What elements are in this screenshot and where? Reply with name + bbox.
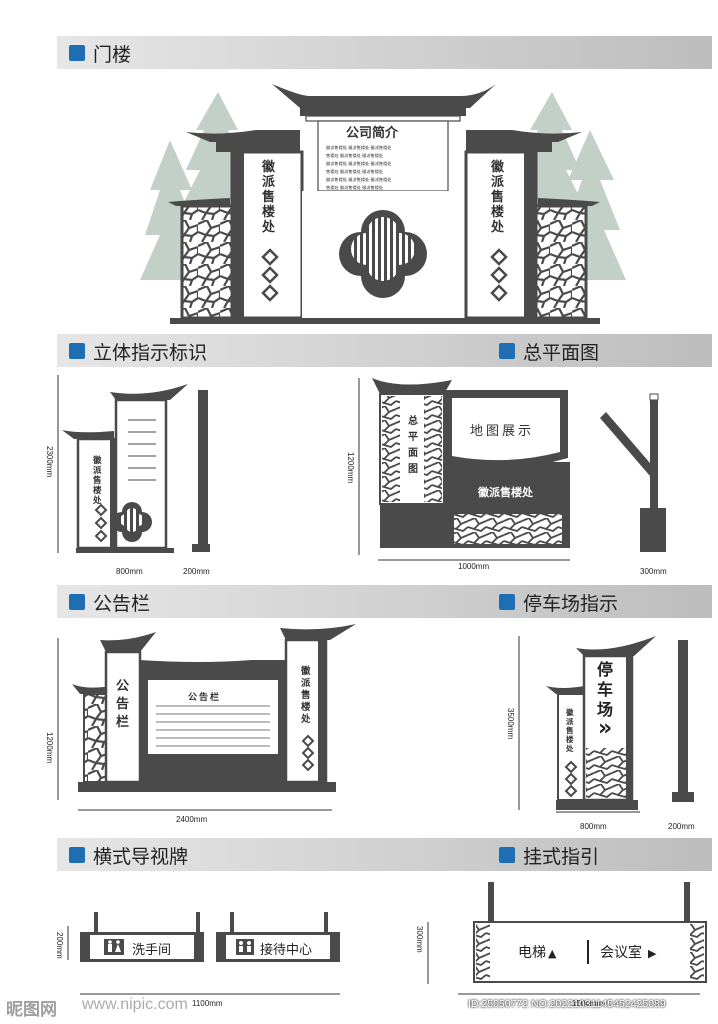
- section-marker-icon: [69, 45, 85, 61]
- bulletin-illustration: [57, 624, 356, 811]
- master-plan-side-text: 总平面图: [408, 416, 418, 475]
- section-title-bulletin: 公告栏: [93, 593, 151, 615]
- reception-icon: [236, 939, 254, 955]
- elevator-label: 电梯: [518, 945, 546, 961]
- quatrefoil-window-icon: [339, 210, 427, 298]
- bulletin-board-title: 公告栏: [188, 693, 222, 703]
- guide-sign-reception-text: 接待中心: [260, 943, 313, 958]
- intro-line: 售楼处 徽派售楼处 徽派售楼处: [326, 169, 384, 174]
- master-plan-width-dim: 1000mm: [458, 562, 490, 571]
- stereo-width-dim: 800mm: [116, 567, 143, 576]
- right-arrow-icon: ▶: [648, 947, 657, 960]
- up-arrow-icon: ▲: [548, 947, 557, 960]
- intro-line: 徽派售楼处 徽派售楼处 徽派售楼处: [326, 161, 392, 166]
- watermark-url: www.nipic.com: [82, 996, 188, 1013]
- bulletin-ruled-lines: [156, 705, 270, 747]
- gate-illustration: [140, 84, 626, 324]
- section-title-master-plan: 总平面图: [523, 342, 600, 364]
- parking-arrow-icon: »: [598, 716, 613, 741]
- bulletin-right-text: 徽派售楼处: [301, 666, 311, 725]
- intro-line: 徽派售楼处 徽派售楼处 徽派售楼处: [326, 145, 392, 150]
- section-title-parking: 停车场指示: [523, 593, 619, 615]
- gate-intro-title: 公司简介: [346, 126, 399, 141]
- section-marker-icon: [69, 343, 85, 359]
- section-marker-icon: [499, 594, 515, 610]
- bulletin-width-dim: 2400mm: [176, 815, 208, 824]
- parking-illustration: [518, 636, 694, 813]
- watermark-id: ID:25050772 NO:20221031145452425089: [468, 998, 666, 1010]
- section-title-horizontal-guide: 横式导视牌: [93, 846, 189, 868]
- intro-line: 售楼处 徽派售楼处 徽派售楼处: [326, 185, 384, 190]
- section-band-horizontal-guide: 横式导视牌 挂式指引: [57, 838, 712, 871]
- stereo-sign-illustration: [57, 375, 210, 553]
- parking-side-text: 徽派售楼处: [566, 708, 574, 753]
- hanging-left-text: 电梯▲: [518, 942, 556, 962]
- intro-line: 售楼处 徽派售楼处 徽派售楼处: [326, 153, 384, 158]
- section-band-bulletin: 公告栏 停车场指示: [57, 585, 712, 618]
- parking-main-text: 停车场: [597, 660, 614, 719]
- guide-sign-restroom-text: 洗手间: [132, 943, 172, 958]
- parking-width-dim: 800mm: [580, 822, 607, 831]
- master-plan-illustration: [358, 378, 666, 561]
- gate-right-panel-text: 徽派售楼处: [491, 160, 505, 235]
- section-band-stereo-sign: 立体指示标识 总平面图: [57, 334, 712, 367]
- watermark-logo: 昵图网: [6, 1000, 57, 1019]
- section-title-hanging-guide: 挂式指引: [523, 846, 600, 868]
- horizontal-guide-width-dim: 1100mm: [192, 999, 223, 1008]
- section-marker-icon: [69, 594, 85, 610]
- diamond-ornament-icon: [301, 734, 315, 772]
- gate-intro-lines: 徽派售楼处 徽派售楼处 徽派售楼处 售楼处 徽派售楼处 徽派售楼处 徽派售楼处 …: [326, 144, 442, 192]
- stereo-panel-text: 徽派售楼处: [93, 456, 102, 506]
- bulletin-side-text: 公告栏: [116, 679, 130, 730]
- restroom-icon: [104, 939, 124, 955]
- diamond-ornament-icon: [94, 503, 108, 543]
- diamond-ornament-icon: [564, 760, 578, 798]
- section-marker-icon: [69, 847, 85, 863]
- gate-left-panel-text: 徽派售楼处: [262, 160, 276, 235]
- hanging-guide-width-dim: 1500mm: [572, 999, 604, 1008]
- section-marker-icon: [499, 343, 515, 359]
- section-title-gate: 门楼: [93, 44, 132, 66]
- master-plan-post-dim: 300mm: [640, 567, 667, 576]
- master-plan-map-text: 地图展示: [470, 424, 535, 439]
- section-marker-icon: [499, 847, 515, 863]
- diamond-ornament-icon: [261, 248, 508, 302]
- stereo-pole-dim: 200mm: [183, 567, 210, 576]
- master-plan-base-text: 徽派售楼处: [478, 486, 533, 499]
- section-title-stereo-sign: 立体指示标识: [93, 342, 208, 364]
- section-band-gate: 门楼: [57, 36, 712, 69]
- hanging-guide-height-dim: 300mm: [415, 926, 424, 953]
- hanging-right-text: 会议室 ▶: [600, 942, 656, 962]
- intro-line: 徽派售楼处 徽派售楼处 徽派售楼处: [326, 177, 392, 182]
- parking-pole-dim: 200mm: [668, 822, 695, 831]
- meeting-room-label: 会议室: [600, 945, 642, 961]
